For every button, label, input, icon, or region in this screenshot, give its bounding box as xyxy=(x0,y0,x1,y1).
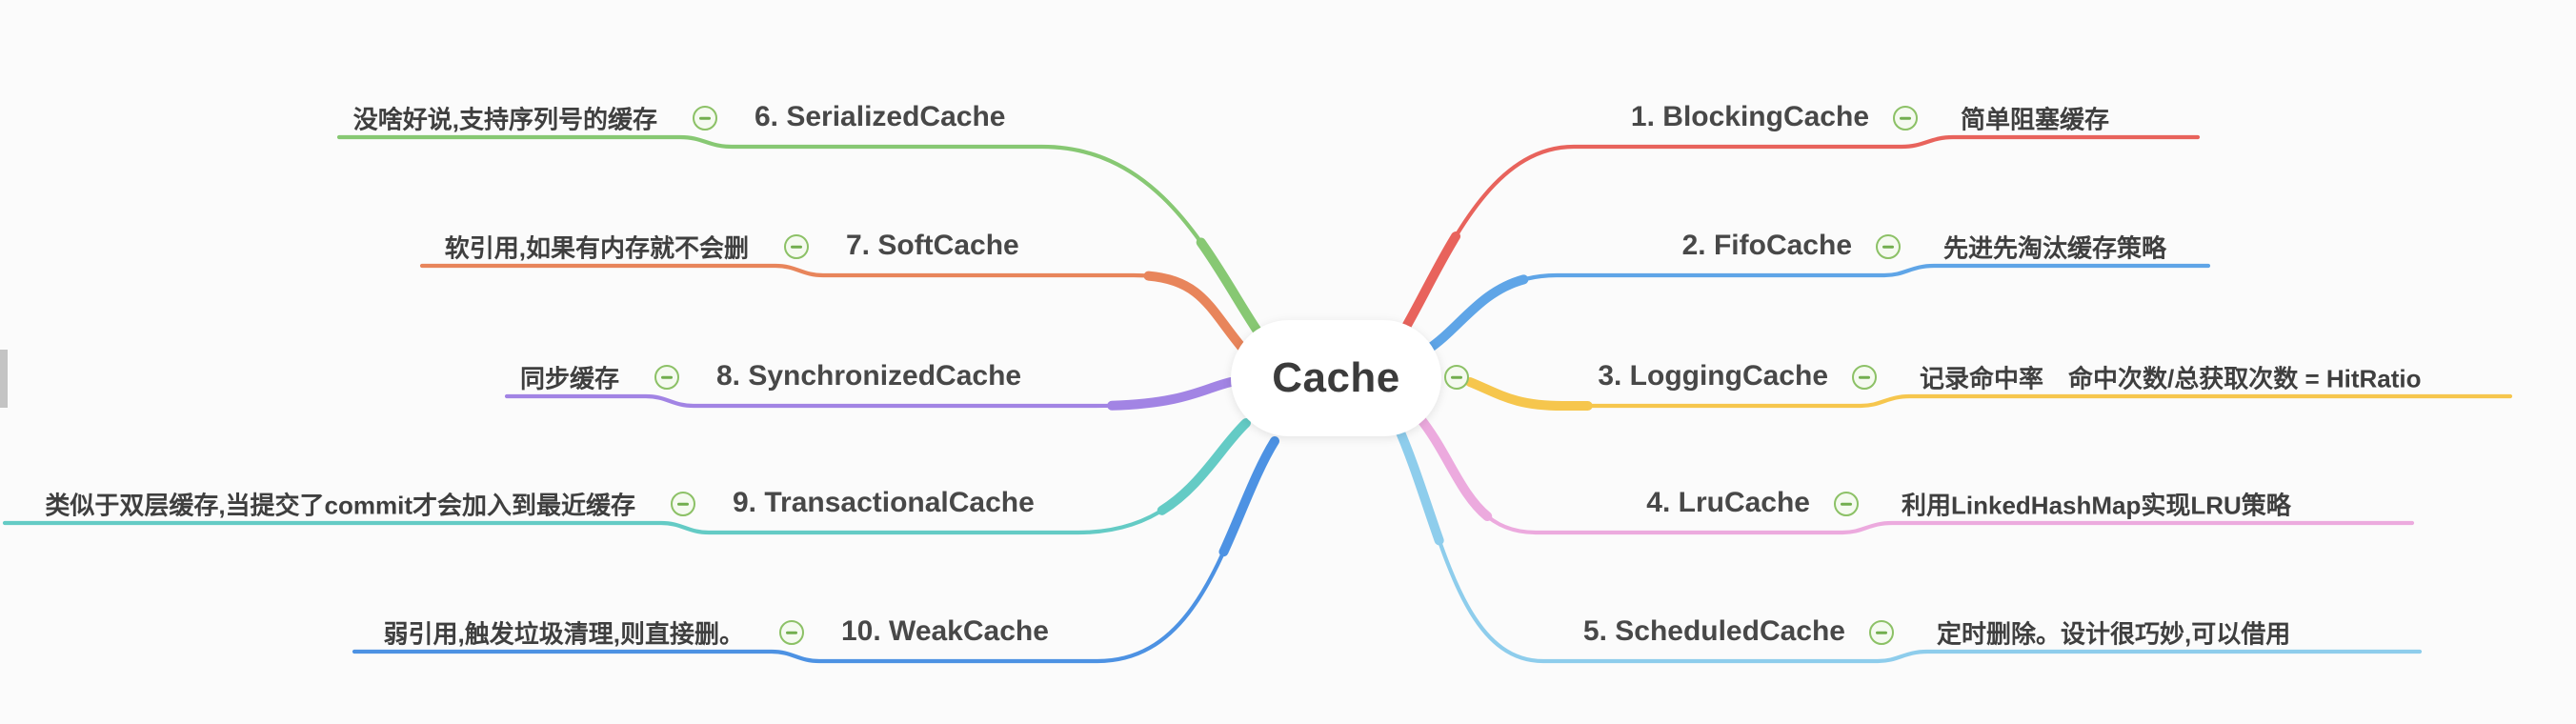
branch-line-weakcache xyxy=(352,438,1278,664)
scrollbar-thumb[interactable] xyxy=(0,350,8,408)
collapse-minus-icon-softcache[interactable] xyxy=(784,234,809,259)
node-note-fifocache[interactable]: 先进先淘汰缓存策略 xyxy=(1943,233,2167,263)
minus-glyph xyxy=(1451,375,1462,379)
branch-root-fifocache xyxy=(1421,261,2213,355)
collapse-minus-icon-blockingcache[interactable] xyxy=(1893,106,1918,131)
collapse-minus-icon-transactionalcache[interactable] xyxy=(671,492,695,516)
minus-glyph xyxy=(1900,116,1911,120)
central-topic-node[interactable]: Cache xyxy=(1231,320,1441,436)
central-collapse-minus-icon[interactable] xyxy=(1444,365,1469,390)
minus-glyph xyxy=(699,116,711,120)
node-topic-serializedcache[interactable]: 6. SerializedCache xyxy=(755,101,1006,132)
minus-glyph xyxy=(791,245,802,249)
branch-line-serializedcache xyxy=(336,134,1270,348)
minus-glyph xyxy=(1859,375,1870,379)
node-note-blockingcache[interactable]: 简单阻塞缓存 xyxy=(1961,105,2110,134)
node-note-scheduledcache[interactable]: 定时删除。设计很巧妙,可以借用 xyxy=(1937,619,2291,649)
branch-line-softcache xyxy=(419,263,1244,350)
node-topic-lrucache[interactable]: 4. LruCache xyxy=(1646,487,1810,518)
node-topic-fifocache[interactable]: 2. FifoCache xyxy=(1681,230,1852,261)
node-topic-transactionalcache[interactable]: 9. TransactionalCache xyxy=(733,487,1035,518)
node-topic-softcache[interactable]: 7. SoftCache xyxy=(846,230,1019,261)
node-note-weakcache[interactable]: 弱引用,触发垃圾清理,则直接删。 xyxy=(383,619,744,649)
minus-glyph xyxy=(1882,245,1894,249)
node-topic-blockingcache[interactable]: 1. BlockingCache xyxy=(1630,101,1869,132)
node-note-softcache[interactable]: 软引用,如果有内存就不会删 xyxy=(444,233,749,263)
minus-glyph xyxy=(661,375,673,379)
node-topic-loggingcache[interactable]: 3. LoggingCache xyxy=(1598,360,1828,392)
branch-line-synchronizedcache xyxy=(504,379,1234,409)
minus-glyph xyxy=(1876,631,1887,634)
branch-line-loggingcache xyxy=(1467,379,2513,409)
node-note-transactionalcache[interactable]: 类似于双层缓存,当提交了commit才会加入到最近缓存 xyxy=(45,491,635,520)
node-note-loggingcache[interactable]: 记录命中率 命中次数/总获取次数 = HitRatio xyxy=(1920,364,2422,393)
minus-glyph xyxy=(1841,502,1852,506)
node-topic-weakcache[interactable]: 10. WeakCache xyxy=(841,615,1049,647)
branch-line-blockingcache xyxy=(1394,134,2201,346)
collapse-minus-icon-fifocache[interactable] xyxy=(1876,234,1901,259)
collapse-minus-icon-loggingcache[interactable] xyxy=(1852,365,1877,390)
collapse-minus-icon-serializedcache[interactable] xyxy=(693,106,717,131)
minus-glyph xyxy=(786,631,797,634)
branch-line-fifocache xyxy=(1423,263,2211,353)
node-topic-scheduledcache[interactable]: 5. ScheduledCache xyxy=(1582,615,1845,647)
node-note-lrucache[interactable]: 利用LinkedHashMap实现LRU策略 xyxy=(1902,491,2291,520)
collapse-minus-icon-weakcache[interactable] xyxy=(779,620,804,645)
central-topic-label: Cache xyxy=(1272,354,1400,401)
branch-line-lrucache xyxy=(1416,413,2415,535)
branch-line-transactionalcache xyxy=(2,420,1249,535)
branch-line-scheduledcache xyxy=(1395,423,2423,664)
collapse-minus-icon-lrucache[interactable] xyxy=(1834,492,1859,516)
node-note-synchronizedcache[interactable]: 同步缓存 xyxy=(519,364,619,393)
node-topic-synchronizedcache[interactable]: 8. SynchronizedCache xyxy=(716,360,1022,392)
branch-root-softcache xyxy=(417,261,1246,352)
node-note-serializedcache[interactable]: 没啥好说,支持序列号的缓存 xyxy=(352,105,657,134)
collapse-minus-icon-scheduledcache[interactable] xyxy=(1869,620,1894,645)
collapse-minus-icon-synchronizedcache[interactable] xyxy=(654,365,679,390)
minus-glyph xyxy=(677,502,689,506)
